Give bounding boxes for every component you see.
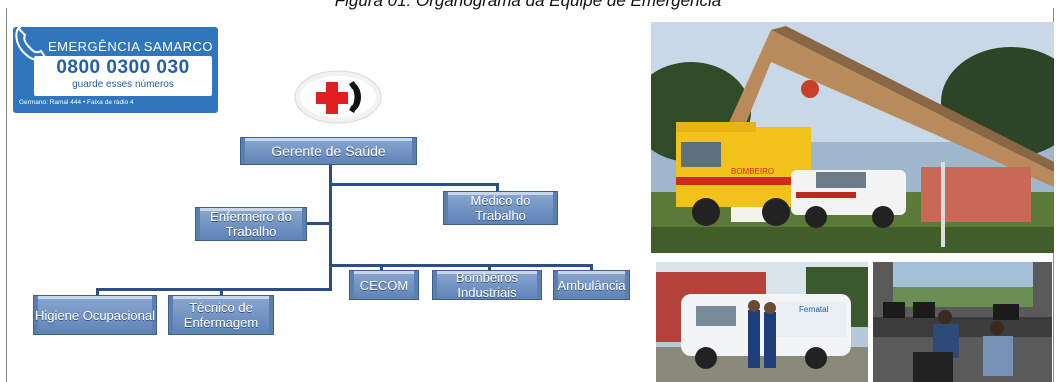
connector-bottom-left (96, 288, 332, 291)
org-node-ambulancia: Ambulância (553, 270, 630, 300)
card-title: EMERGÊNCIA SAMARCO (48, 39, 214, 54)
connector-ambulancia-v (590, 264, 593, 272)
emergency-phone-number: 0800 0300 030 (56, 57, 190, 78)
card-number-box: 0800 0300 030 guarde esses números (34, 56, 212, 96)
org-node-bombeiros-industriais: Bombeiros Industriais (432, 270, 542, 300)
org-node-enfermeiro-trabalho: Enfermeiro do Trabalho (195, 207, 307, 241)
connector-bottom-right (330, 264, 592, 267)
connector-bombeiros-v (488, 264, 491, 272)
connector-root-down (329, 165, 332, 290)
org-node-cecom: CECOM (349, 270, 419, 300)
connector-tecnico-v (220, 288, 223, 296)
org-node-gerente-saude: Gerente de Saúde (240, 137, 417, 165)
truck-label: BOMBEIRO (731, 167, 774, 176)
connector-enfermeiro (307, 222, 331, 225)
card-footer: Germano: Ramal 444 • Faixa de rádio 4 (19, 99, 134, 106)
emergency-card: EMERGÊNCIA SAMARCO 0800 0300 030 guarde … (13, 27, 218, 113)
photo-fire-station: BOMBEIRO (651, 22, 1054, 253)
ambulance-brand: Fernatal (799, 305, 829, 314)
org-node-higiene-ocupacional: Higiene Ocupacional (33, 295, 157, 335)
connector-medico-v (496, 183, 499, 193)
phone-handset-icon (15, 27, 47, 61)
org-node-medico-trabalho: Médico do Trabalho (443, 191, 558, 225)
health-cross-phone-logo (294, 70, 382, 124)
connector-higiene-v (96, 288, 99, 296)
connector-medico-h (330, 183, 498, 186)
connector-cecom-v (380, 264, 383, 272)
photo-control-room (873, 262, 1052, 382)
org-node-tecnico-enfermagem: Técnico de Enfermagem (168, 295, 274, 335)
figure-caption: Figura 01: Organograma da Equipe de Emer… (334, 0, 722, 10)
card-subtitle: guarde esses números (72, 79, 174, 90)
photo-ambulance-team: Fernatal (656, 262, 868, 382)
